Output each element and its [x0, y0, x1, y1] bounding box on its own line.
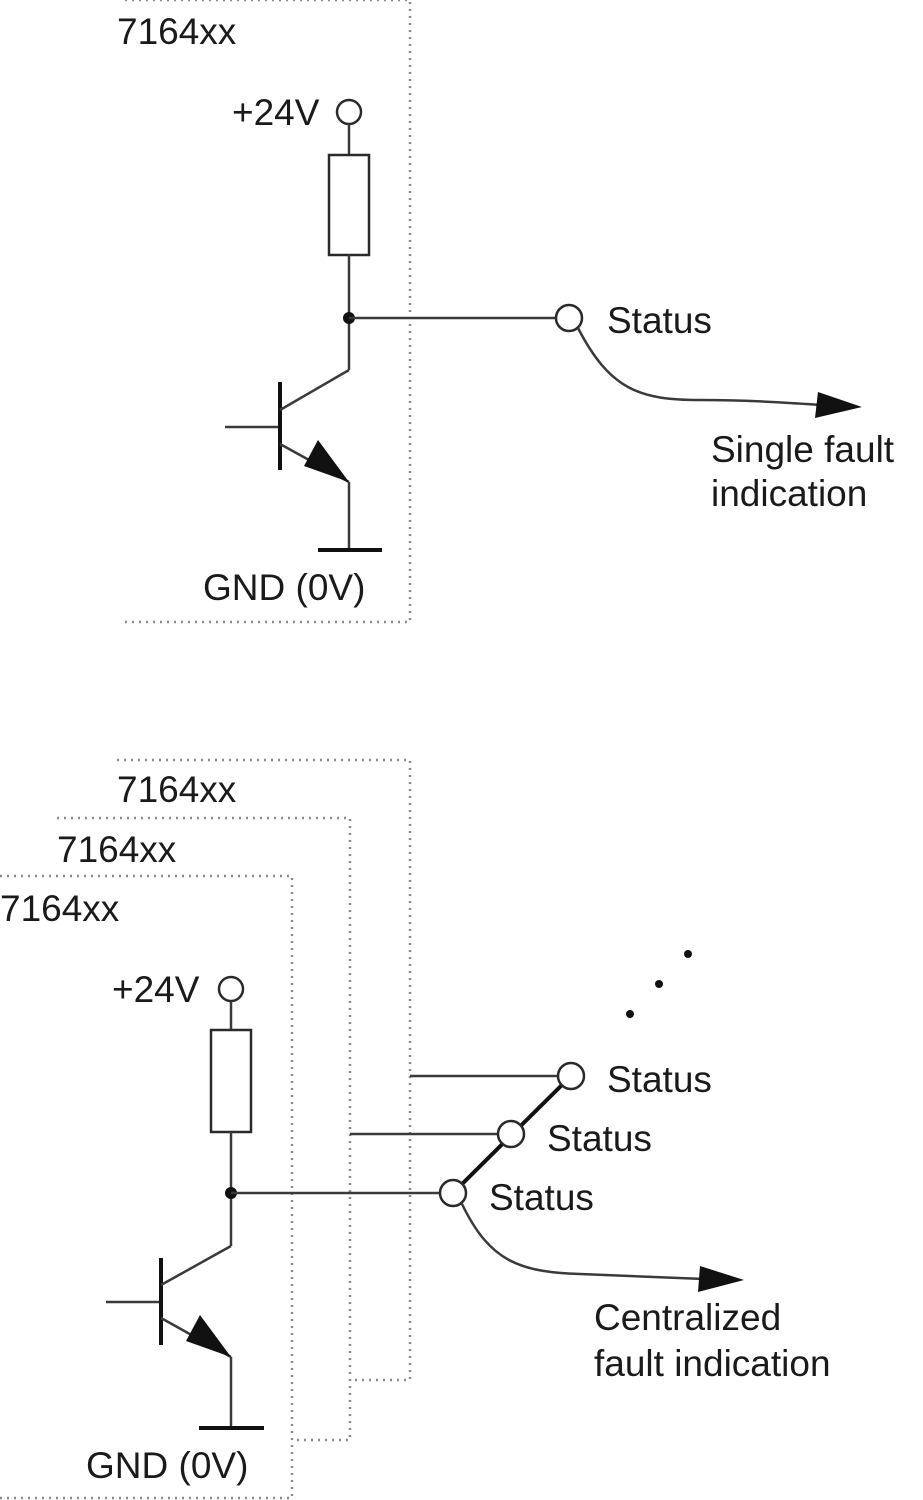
supply-terminal [335, 98, 363, 126]
centralized-fault-circuit: 7164xx 7164xx 7164xx +24V Status Status … [0, 758, 831, 1500]
indication-arrow-line [576, 327, 823, 407]
indication-arrow-line [460, 1203, 705, 1281]
module-boundary [125, 0, 412, 624]
status-label-back: Status [607, 1059, 712, 1100]
supply-label: +24V [112, 969, 200, 1010]
npn-transistor [106, 1244, 233, 1428]
indication-label-line2: fault indication [594, 1343, 831, 1384]
status-label-front: Status [489, 1177, 594, 1218]
ground-label: GND (0V) [203, 567, 365, 608]
indication-arrowhead [698, 1266, 744, 1292]
module-boundary-middle [57, 816, 352, 1442]
indication-label-line2: indication [711, 473, 867, 514]
ground-label: GND (0V) [86, 1445, 248, 1486]
module-boundary-front [0, 874, 294, 1500]
single-fault-circuit: 7164xx +24V Status GND (0V) Single fault… [117, 0, 895, 624]
module-label-middle: 7164xx [57, 829, 177, 870]
supply-label: +24V [232, 92, 320, 133]
npn-transistor [225, 368, 351, 550]
status-label-middle: Status [547, 1118, 652, 1159]
pull-up-resistor [327, 153, 371, 257]
status-terminal [554, 303, 584, 333]
status-terminal-middle [496, 1119, 526, 1149]
status-label: Status [607, 300, 712, 341]
supply-terminal [217, 975, 245, 1003]
module-label-back: 7164xx [117, 769, 237, 810]
continuation-dots [626, 950, 692, 1018]
indication-arrowhead [815, 392, 862, 418]
indication-label-line1: Centralized [594, 1297, 781, 1338]
status-terminal-front [438, 1178, 468, 1208]
module-label: 7164xx [117, 11, 237, 52]
module-label-front: 7164xx [0, 888, 120, 929]
status-terminal-back [556, 1061, 586, 1091]
pull-up-resistor [209, 1028, 253, 1134]
indication-label-line1: Single fault [711, 429, 895, 470]
module-boundary-back [117, 758, 412, 1382]
